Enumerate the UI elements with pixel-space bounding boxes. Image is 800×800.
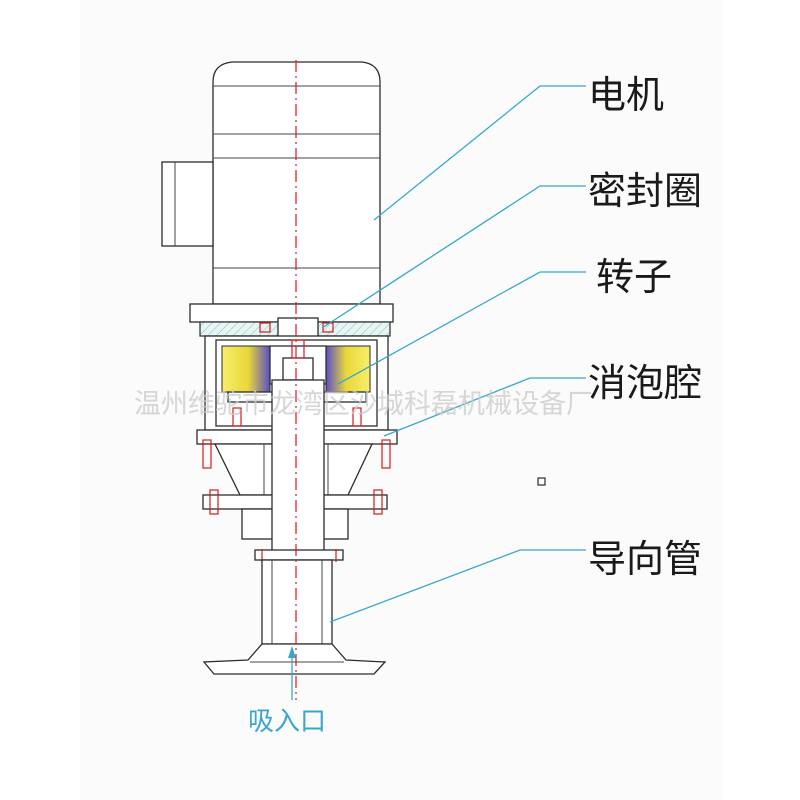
- watermark-text: 温州维驼市龙湾区沙城科磊机械设备厂: [134, 389, 593, 420]
- leader-lines: [321, 85, 586, 623]
- marker-square: [537, 477, 546, 486]
- label-seal: 密封圈: [588, 169, 702, 213]
- seal-detail: [259, 322, 334, 359]
- shaft: [254, 379, 344, 571]
- drawing-paper: [80, 0, 722, 800]
- label-motor: 电机: [588, 73, 664, 117]
- label-guide-tube: 导向管: [588, 537, 702, 581]
- motor-body: [161, 61, 381, 305]
- label-rotor: 转子: [596, 255, 672, 299]
- guide-tube: [202, 559, 387, 675]
- inlet-arrow: [288, 646, 296, 700]
- label-defoam-chamber: 消泡腔: [588, 361, 702, 405]
- label-inlet: 吸入口: [248, 707, 326, 737]
